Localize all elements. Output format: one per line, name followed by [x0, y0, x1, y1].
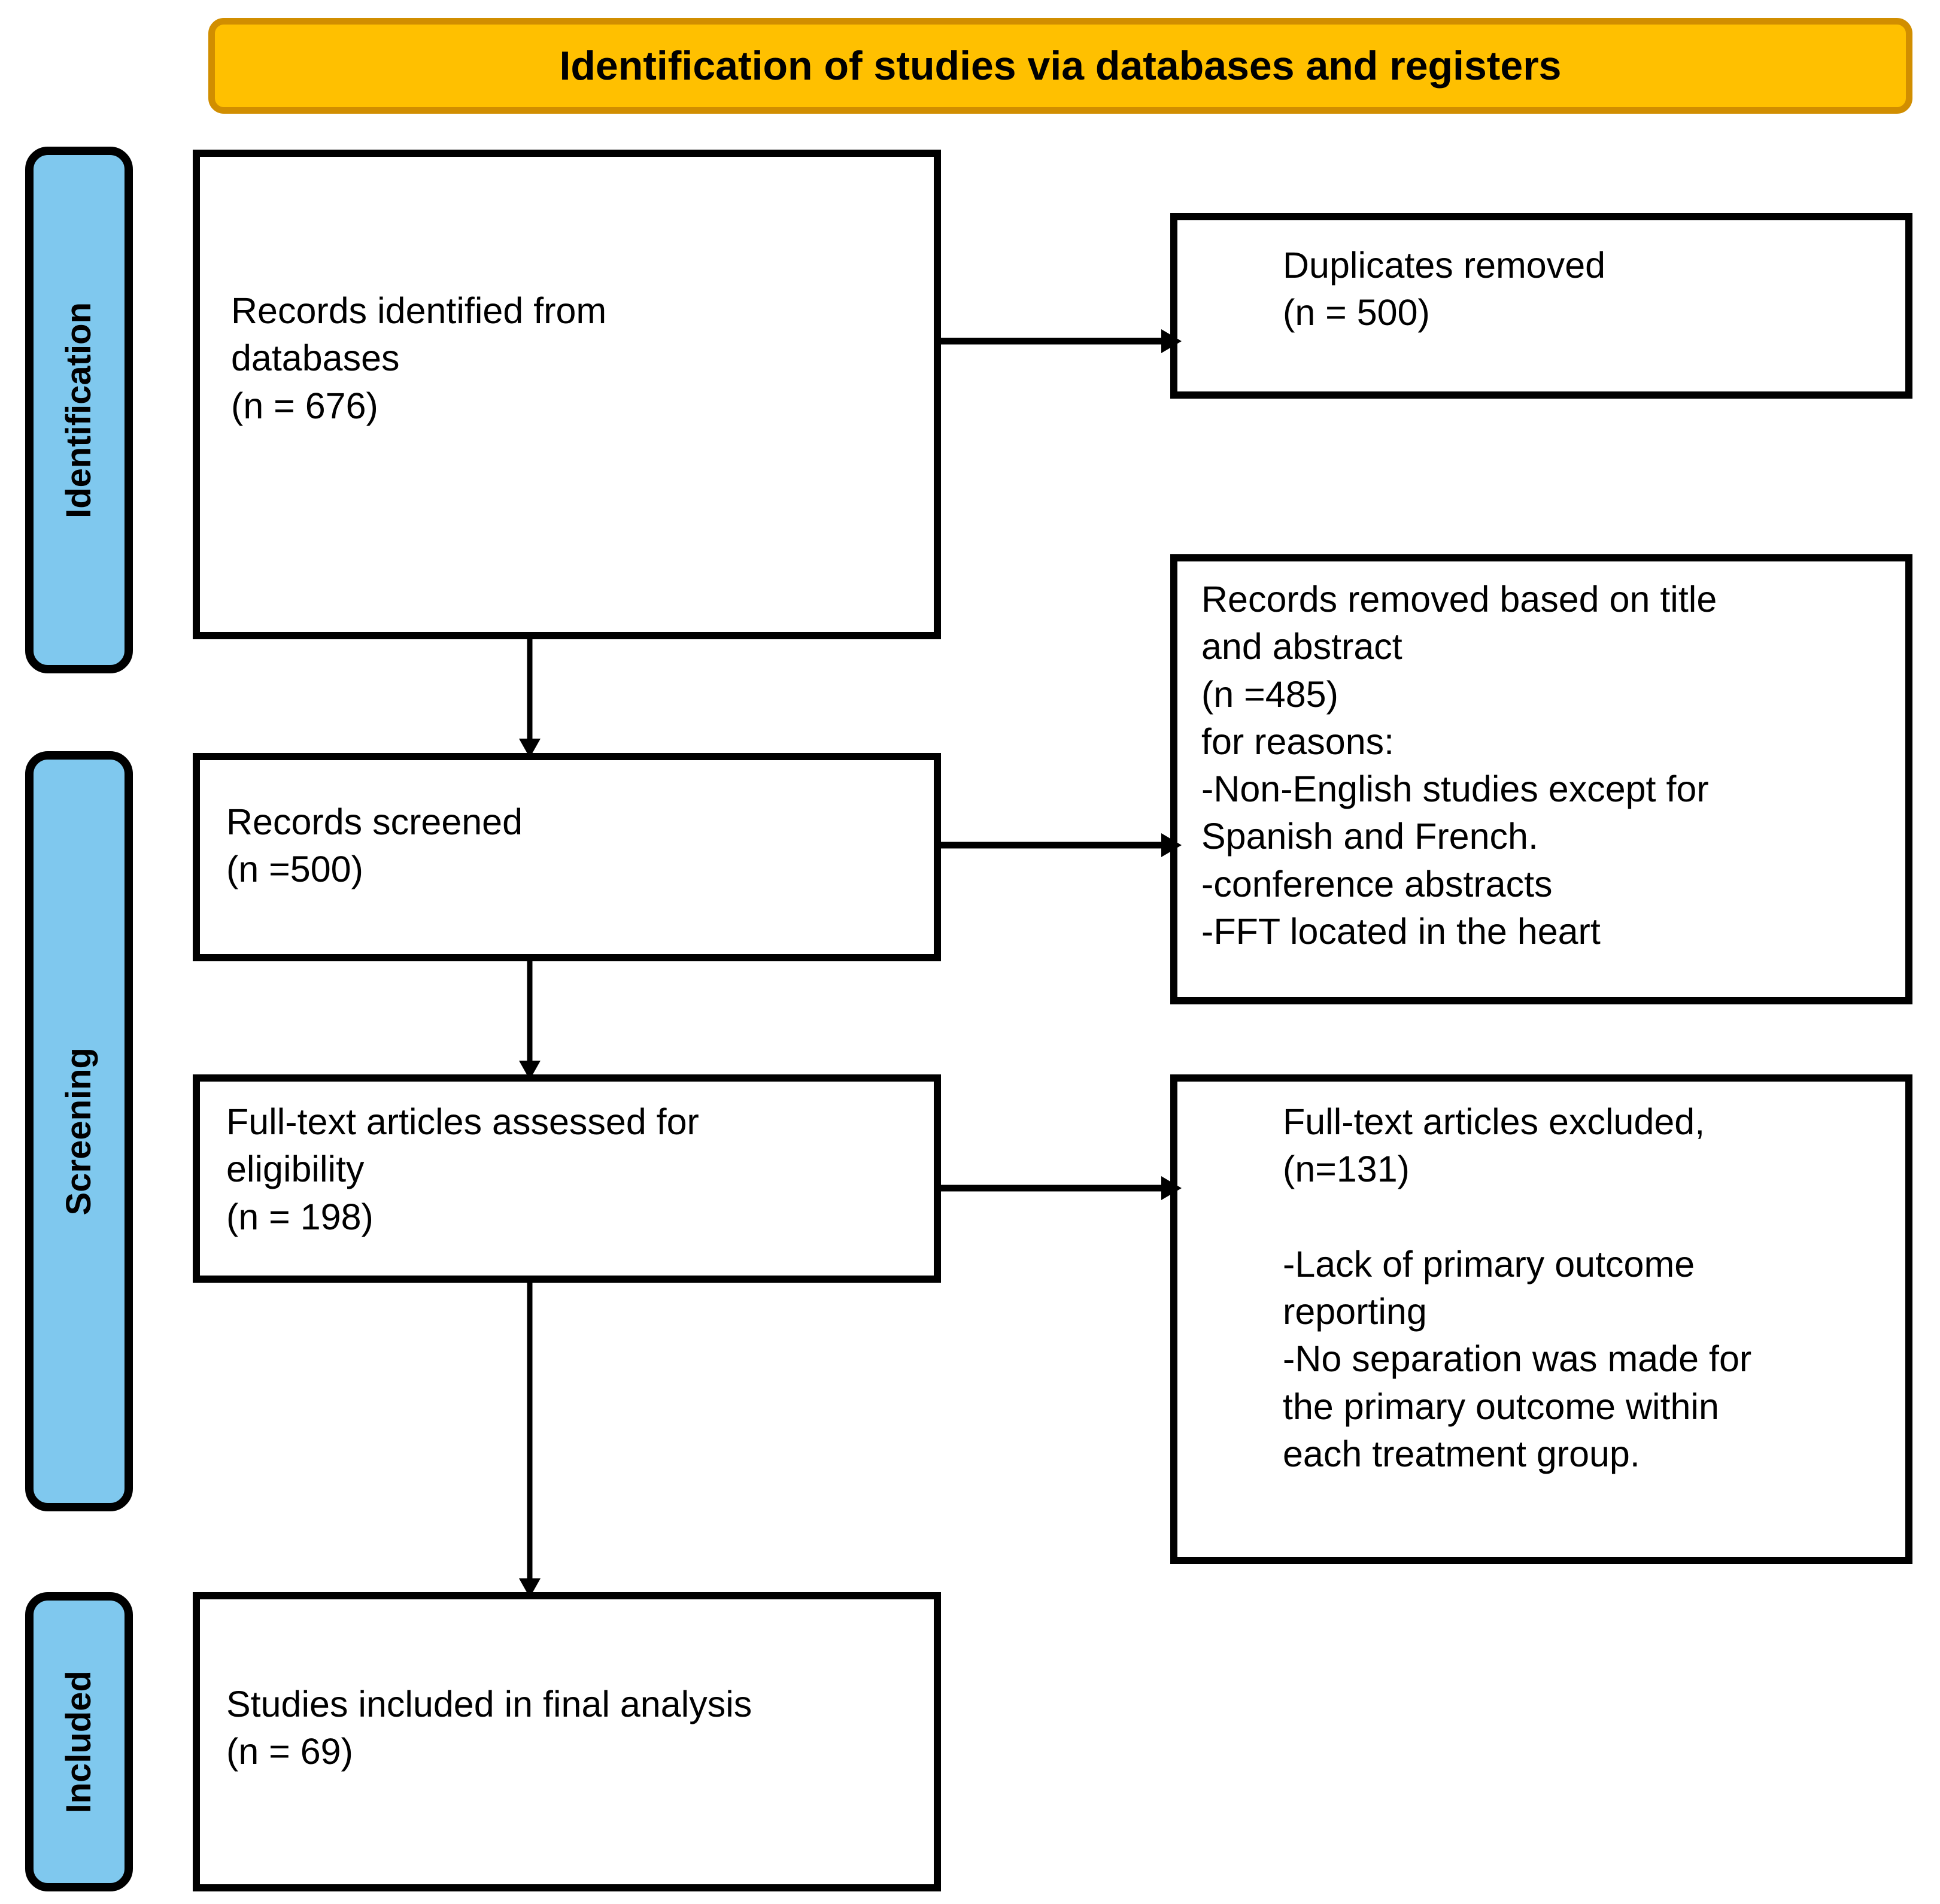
connector-fulltext-to-excluded: [934, 1170, 1185, 1206]
box-records-identified-text: Records identified from databases (n = 6…: [231, 290, 607, 426]
stage-label-screening: Screening: [59, 1047, 98, 1216]
box-records-screened: Records screened (n =500): [193, 753, 941, 961]
box-duplicates-removed-text: Duplicates removed (n = 500): [1283, 245, 1606, 333]
box-fulltext-assessed: Full-text articles assessed for eligibil…: [193, 1074, 941, 1283]
box-fulltext-excluded: Full-text articles excluded, (n=131) -La…: [1170, 1074, 1912, 1564]
connector-screened-to-removed: [934, 827, 1185, 863]
stage-bar-included: Included: [25, 1592, 133, 1891]
header-banner: Identification of studies via databases …: [208, 18, 1912, 114]
connector-identified-to-duplicates: [934, 323, 1185, 359]
box-fulltext-excluded-text: Full-text articles excluded, (n=131) -La…: [1283, 1101, 1752, 1475]
page-title: Identification of studies via databases …: [559, 43, 1562, 89]
box-records-removed-text: Records removed based on title and abstr…: [1201, 579, 1717, 952]
stage-label-included: Included: [59, 1670, 98, 1814]
box-records-identified: Records identified from databases (n = 6…: [193, 150, 941, 639]
stage-bar-identification: Identification: [25, 147, 133, 673]
stage-label-identification: Identification: [59, 302, 98, 518]
connector-fulltext-to-included: [512, 1277, 548, 1600]
connector-screened-to-fulltext: [512, 955, 548, 1082]
box-records-removed: Records removed based on title and abstr…: [1170, 554, 1912, 1004]
box-studies-included-text: Studies included in final analysis (n = …: [226, 1684, 752, 1772]
box-studies-included: Studies included in final analysis (n = …: [193, 1592, 941, 1891]
box-duplicates-removed: Duplicates removed (n = 500): [1170, 213, 1912, 399]
box-fulltext-assessed-text: Full-text articles assessed for eligibil…: [226, 1101, 699, 1237]
box-records-screened-text: Records screened (n =500): [226, 801, 523, 890]
connector-identified-to-screened: [512, 633, 548, 760]
stage-bar-screening: Screening: [25, 751, 133, 1511]
